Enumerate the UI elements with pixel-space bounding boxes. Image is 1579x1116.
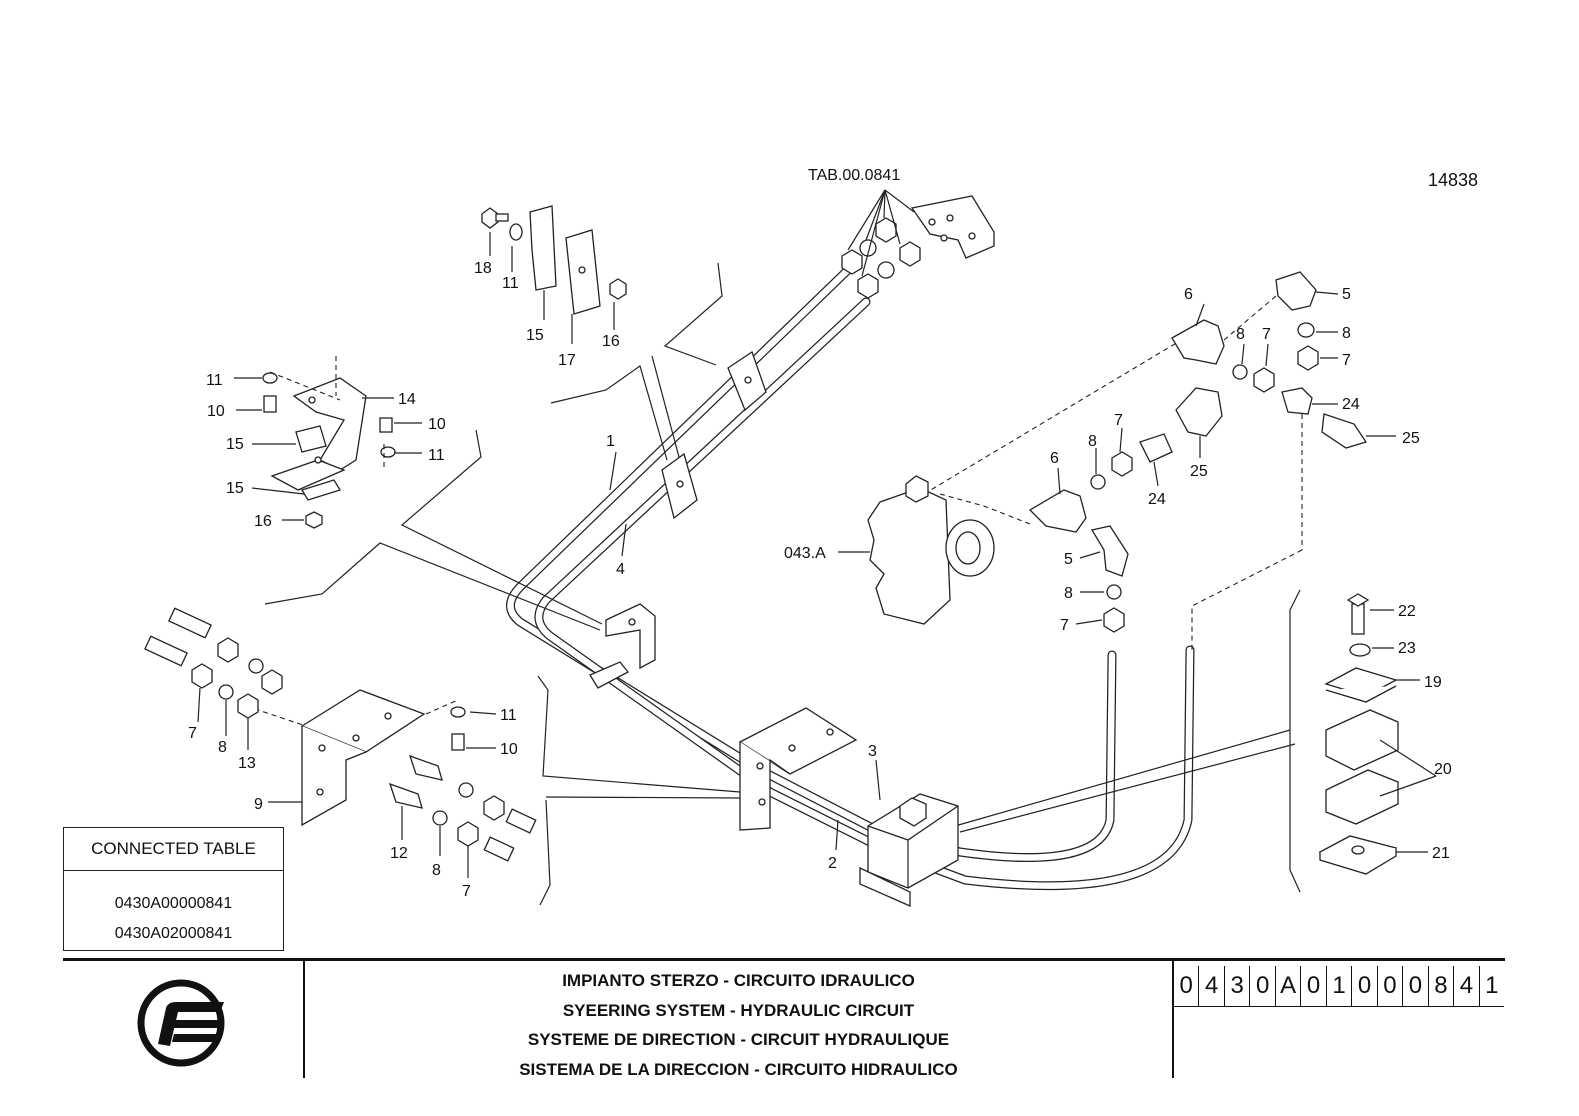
callout: 17 bbox=[558, 352, 576, 369]
code-char: 4 bbox=[1199, 966, 1225, 1006]
connected-table-code: 0430A00000841 bbox=[114, 895, 233, 912]
left-bracket bbox=[245, 689, 459, 827]
callout: 2 bbox=[828, 855, 837, 872]
drawing-titles: IMPIANTO STERZO - CIRCUITO IDRAULICO SYE… bbox=[305, 966, 1172, 1084]
callout: 8 bbox=[1088, 433, 1097, 450]
clamp-block bbox=[859, 793, 959, 907]
frame-outline-lines bbox=[264, 262, 1301, 906]
code-char: 4 bbox=[1454, 966, 1480, 1006]
pipe-clamps bbox=[589, 350, 767, 689]
code-char: A bbox=[1276, 966, 1302, 1006]
title-spanish: SISTEMA DE LA DIRECCION - CIRCUITO HIDRA… bbox=[519, 1059, 958, 1079]
table-code: 0 4 3 0 A 0 1 0 0 0 8 4 1 bbox=[1174, 966, 1504, 1007]
callout: 11 bbox=[428, 447, 445, 464]
callout: 25 bbox=[1190, 463, 1208, 480]
callout: 7 bbox=[462, 883, 471, 900]
connected-table-header: CONNECTED TABLE bbox=[64, 828, 283, 871]
callout: 22 bbox=[1398, 603, 1416, 620]
callout: 6 bbox=[1184, 286, 1193, 303]
callout: 7 bbox=[1060, 617, 1069, 634]
hydraulic-pipes bbox=[506, 263, 1195, 891]
connected-table: CONNECTED TABLE 0430A00000841 0430A02000… bbox=[63, 827, 284, 951]
callout: 10 bbox=[428, 416, 446, 433]
connected-table-codes: 0430A00000841 0430A02000841 bbox=[64, 871, 283, 949]
code-char: 8 bbox=[1429, 966, 1455, 1006]
drawing-number: 14838 bbox=[1428, 170, 1479, 190]
callout: 7 bbox=[1114, 412, 1123, 429]
callout: 8 bbox=[1064, 585, 1073, 602]
callout: 18 bbox=[474, 260, 492, 277]
callout: 24 bbox=[1342, 396, 1360, 413]
callout: 8 bbox=[1342, 325, 1351, 342]
code-char: 0 bbox=[1403, 966, 1429, 1006]
company-logo-icon bbox=[137, 979, 225, 1067]
callout: 16 bbox=[254, 513, 272, 530]
title-italian: IMPIANTO STERZO - CIRCUITO IDRAULICO bbox=[562, 971, 915, 990]
title-english: SYEERING SYSTEM - HYDRAULIC CIRCUIT bbox=[562, 1000, 915, 1020]
callout: 7 bbox=[1262, 326, 1271, 343]
callout: 3 bbox=[868, 743, 877, 760]
title-block-divider bbox=[303, 958, 305, 1078]
callout: 19 bbox=[1424, 674, 1442, 691]
callout: 24 bbox=[1148, 491, 1166, 508]
code-char: 0 bbox=[1301, 966, 1327, 1006]
callout: 15 bbox=[226, 436, 244, 453]
code-char: 0 bbox=[1352, 966, 1378, 1006]
code-char: 0 bbox=[1174, 966, 1200, 1006]
hardware-parts bbox=[144, 195, 1399, 875]
callout: 1 bbox=[606, 433, 615, 450]
callout: 7 bbox=[1342, 352, 1351, 369]
callout: 5 bbox=[1342, 286, 1351, 303]
callout: 11 bbox=[502, 275, 519, 292]
callout: 10 bbox=[207, 403, 225, 420]
callout: 11 bbox=[206, 372, 223, 389]
callout: 16 bbox=[602, 333, 620, 350]
code-char: 1 bbox=[1485, 972, 1499, 999]
code-char: 0 bbox=[1378, 966, 1404, 1006]
callout: 14 bbox=[398, 391, 416, 408]
callout: 6 bbox=[1050, 450, 1059, 467]
callout-labels: TAB.00.0841 18 11 15 17 16 11 14 10 10 1… bbox=[188, 167, 1452, 900]
callout: 20 bbox=[1434, 761, 1452, 778]
callout: 10 bbox=[500, 741, 518, 758]
callout: 8 bbox=[432, 862, 441, 879]
code-char: 1 bbox=[1327, 966, 1353, 1006]
callout: 21 bbox=[1432, 845, 1450, 862]
callout: 5 bbox=[1064, 551, 1073, 568]
title-block-divider bbox=[1172, 958, 1174, 1078]
callout: 043.A bbox=[784, 545, 826, 562]
callout: 15 bbox=[526, 327, 544, 344]
callout: 23 bbox=[1398, 640, 1416, 657]
title-french: SYSTEME DE DIRECTION - CIRCUIT HYDRAULIQ… bbox=[527, 1030, 950, 1049]
callout: 15 bbox=[226, 480, 244, 497]
callout: 25 bbox=[1402, 430, 1420, 447]
title-block bbox=[63, 958, 1505, 1081]
callout: 8 bbox=[218, 739, 227, 756]
center-bracket bbox=[738, 707, 858, 831]
callout: 9 bbox=[254, 796, 263, 813]
code-char: 3 bbox=[1225, 966, 1251, 1006]
callout: 8 bbox=[1236, 326, 1245, 343]
leader-lines bbox=[197, 189, 1437, 878]
callout-tab-ref: TAB.00.0841 bbox=[808, 167, 900, 184]
code-char: 0 bbox=[1250, 966, 1276, 1006]
callout: 4 bbox=[616, 561, 625, 578]
connected-table-code: 0430A02000841 bbox=[114, 925, 233, 942]
callout: 7 bbox=[188, 725, 197, 742]
callout: 12 bbox=[390, 845, 408, 862]
callout: 13 bbox=[238, 755, 256, 772]
callout: 11 bbox=[500, 707, 517, 724]
